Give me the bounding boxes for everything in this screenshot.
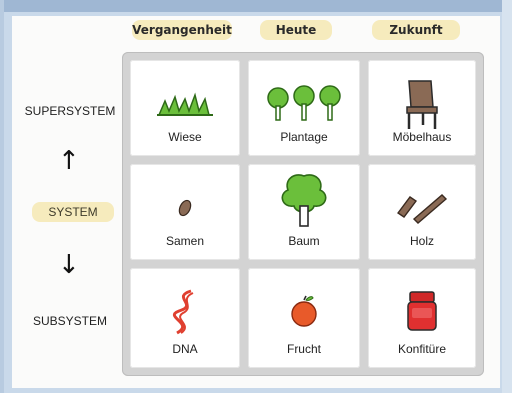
nine-window-grid: Wiese Plantage <box>122 52 484 376</box>
wood-icon <box>368 182 476 234</box>
cell-dna: DNA <box>130 268 240 368</box>
tree-icon <box>248 174 360 227</box>
dna-icon <box>130 286 240 338</box>
cell-samen: Samen <box>130 164 240 260</box>
diagram-canvas: Vergangenheit Heute Zukunft SUPERSYSTEM … <box>12 16 500 388</box>
cell-plantage: Plantage <box>248 60 360 156</box>
right-border <box>502 0 512 393</box>
row-label-subsystem: SUBSYSTEM <box>32 314 107 328</box>
column-header-today: Heute <box>260 20 332 40</box>
column-header-past: Vergangenheit <box>132 20 232 40</box>
seed-icon <box>130 182 240 234</box>
chair-icon <box>368 78 476 130</box>
cell-label: Plantage <box>280 130 328 144</box>
cell-label: DNA <box>172 342 198 356</box>
cell-label: Wiese <box>168 130 202 144</box>
cell-label: Konfitüre <box>397 342 447 356</box>
jam-jar-icon <box>368 286 476 338</box>
row-label-supersystem: SUPERSYSTEM <box>24 104 116 118</box>
row-label-system: SYSTEM <box>32 202 114 222</box>
fruit-icon <box>248 286 360 338</box>
cell-label: Baum <box>288 234 320 248</box>
grass-icon <box>130 78 240 130</box>
cell-moebelhaus: Möbelhaus <box>368 60 476 156</box>
cell-label: Samen <box>165 234 205 248</box>
top-border <box>0 0 512 12</box>
cell-baum: Baum <box>248 164 360 260</box>
cell-label: Möbelhaus <box>392 130 452 144</box>
arrow-down-icon: ↓ <box>58 250 80 280</box>
cell-label: Holz <box>409 234 434 248</box>
cell-konfituere: Konfitüre <box>368 268 476 368</box>
cell-frucht: Frucht <box>248 268 360 368</box>
trees-icon <box>248 78 360 130</box>
cell-label: Frucht <box>286 342 321 356</box>
cell-wiese: Wiese <box>130 60 240 156</box>
arrow-up-icon: ↑ <box>58 146 80 176</box>
cell-holz: Holz <box>368 164 476 260</box>
left-border <box>0 0 4 393</box>
column-header-future: Zukunft <box>372 20 460 40</box>
